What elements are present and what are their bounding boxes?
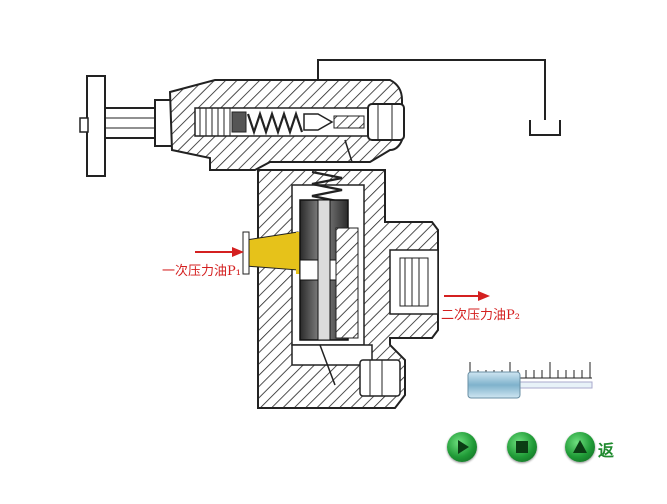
- drain-line: [317, 59, 561, 136]
- outlet-arrow: [444, 291, 490, 301]
- outlet-label: 二次压力油P₂: [441, 308, 520, 323]
- slider-ticks: [469, 362, 591, 378]
- pilot-body: [168, 79, 405, 171]
- inlet-label: 一次压力油P₁: [162, 264, 241, 279]
- up-button[interactable]: [565, 432, 595, 462]
- play-button[interactable]: [447, 432, 477, 462]
- speed-slider[interactable]: [467, 362, 593, 399]
- inlet-arrow: [195, 247, 244, 257]
- stop-button[interactable]: [507, 432, 537, 462]
- stop-icon: [516, 441, 528, 453]
- slider-knob[interactable]: [467, 371, 521, 399]
- play-icon: [458, 440, 469, 454]
- main-body: [242, 169, 439, 409]
- back-link[interactable]: 返: [598, 441, 615, 460]
- handwheel: [79, 75, 174, 177]
- triangle-up-icon: [573, 440, 587, 453]
